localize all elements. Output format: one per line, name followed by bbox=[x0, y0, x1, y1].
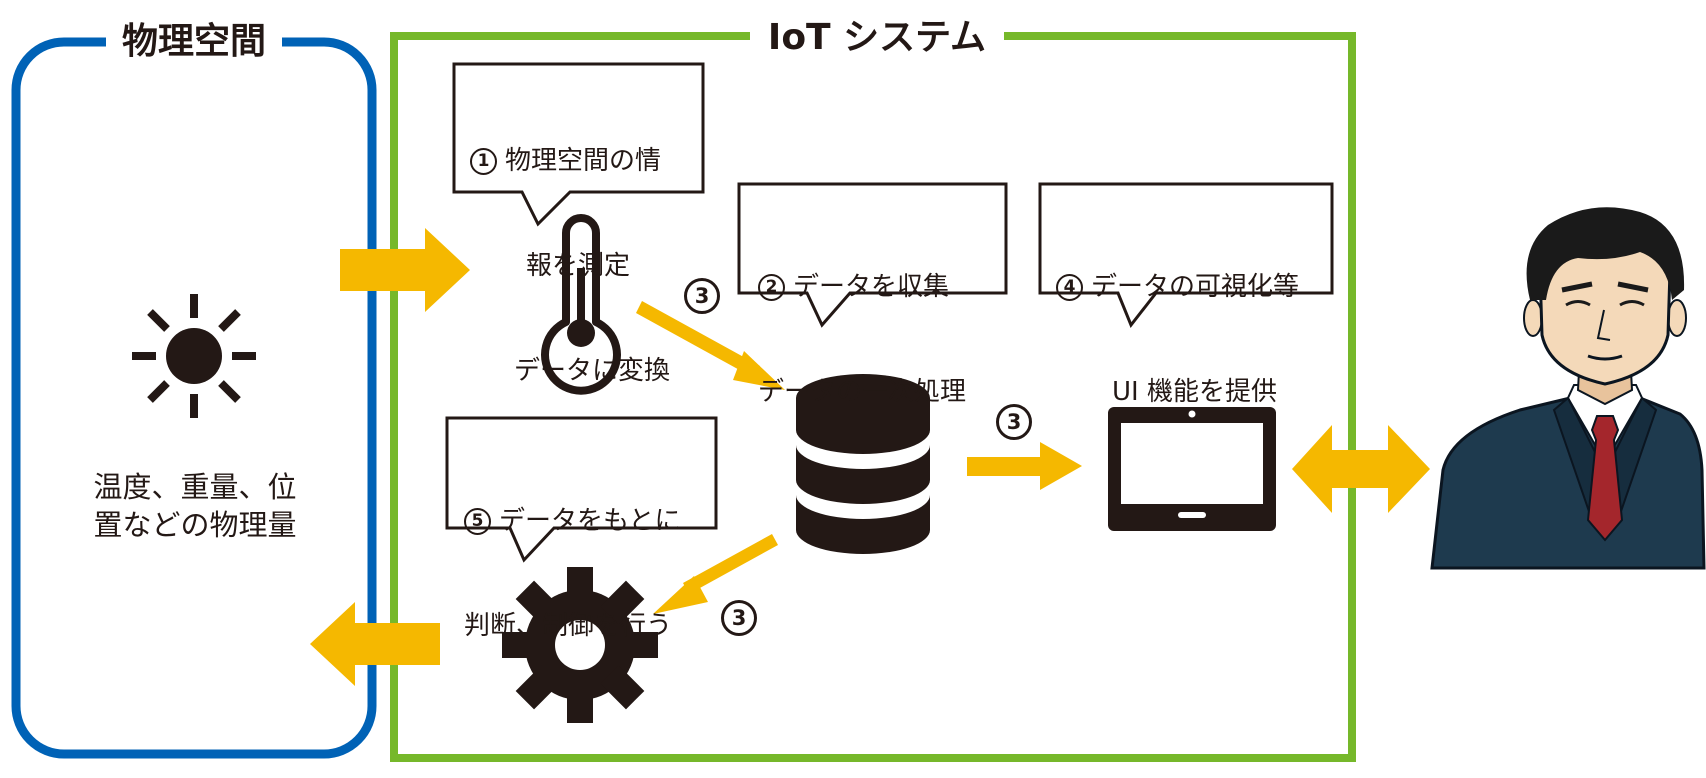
bubble-visualize-outline bbox=[1038, 182, 1334, 328]
arrow-sensor-to-db bbox=[636, 301, 785, 390]
bubble-collect-line-2: データの一次処理 bbox=[758, 377, 967, 407]
bubble-collect-outline bbox=[737, 182, 1008, 328]
arrow-db-to-gear bbox=[653, 534, 778, 614]
physical-quantities-line-2: 置などの物理量 bbox=[93, 508, 297, 542]
bubble-control-outline bbox=[445, 416, 718, 563]
tablet-icon bbox=[1108, 407, 1276, 531]
arrow-db-to-tablet bbox=[967, 442, 1082, 490]
thermometer-icon bbox=[541, 214, 621, 395]
output-arrow bbox=[310, 602, 440, 686]
physical-quantities-line-1: 温度、重量、位 bbox=[93, 470, 297, 504]
person-illustration bbox=[1430, 207, 1706, 570]
gear-icon bbox=[502, 567, 658, 723]
physical-quantities-text: 温度、重量、位 置などの物理量 bbox=[30, 468, 360, 544]
bubble-measure-outline bbox=[452, 62, 705, 227]
step-3-label-sensor-to-db: 3 bbox=[678, 278, 726, 314]
physical-space-title: 物理空間 bbox=[106, 20, 282, 64]
arrow-tablet-person bbox=[1292, 425, 1430, 513]
step-3-label-db-to-gear: 3 bbox=[715, 600, 763, 636]
step-number-5: 5 bbox=[464, 508, 491, 535]
bubble-measure-line-3: データに変換 bbox=[514, 356, 671, 386]
step-number-1: 1 bbox=[470, 148, 497, 175]
database-icon bbox=[796, 374, 930, 554]
input-arrow bbox=[340, 228, 470, 312]
bubble-control-line-2: 判断、制御を行う bbox=[464, 611, 673, 641]
bubble-measure-line-2: 報を測定 bbox=[526, 251, 631, 281]
sun-icon bbox=[132, 294, 256, 418]
step-number-4: 4 bbox=[1056, 274, 1083, 301]
iot-system-title: IoT システム bbox=[750, 16, 1004, 60]
bubble-visualize-line-2: UI 機能を提供 bbox=[1112, 377, 1277, 407]
step-3-label-db-to-tablet: 3 bbox=[990, 404, 1038, 440]
step-number-2: 2 bbox=[758, 274, 785, 301]
